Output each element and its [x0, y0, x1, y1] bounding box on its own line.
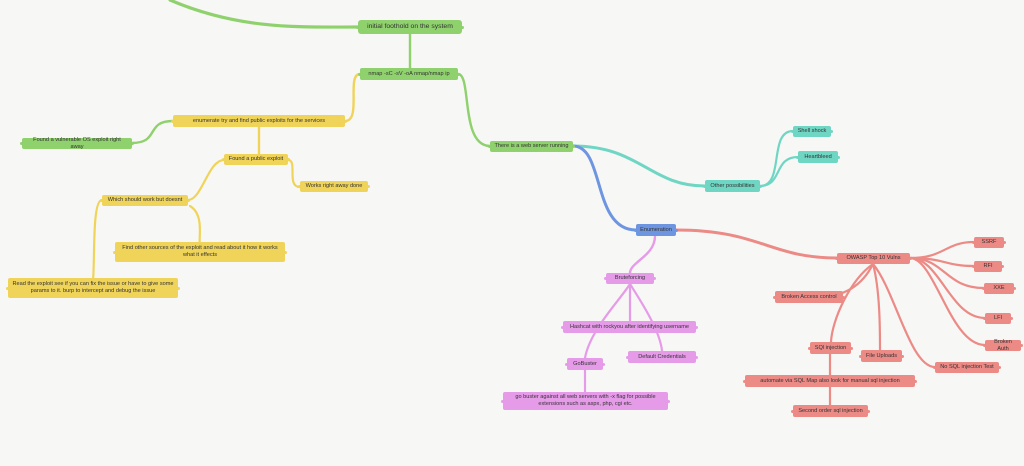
link-enumerate-to-found-vuln	[130, 119, 175, 145]
node-label: OWASP Top 10 Vulns	[846, 255, 901, 261]
node-label: Found a public exploit	[228, 156, 284, 162]
node-label: GoBuster	[573, 360, 597, 367]
node-bruteforcing[interactable]: Bruteforcing	[604, 273, 656, 284]
node-label: go buster against all web servers with -…	[515, 394, 656, 407]
node-gobuster[interactable]: GoBuster	[565, 358, 605, 370]
link-enumeration-to-owasp	[674, 228, 839, 260]
link-webserver-to-enumeration	[571, 144, 638, 232]
node-label: Enumeration	[640, 226, 672, 233]
link-public-exploit-to-works	[286, 158, 302, 189]
node-rfi[interactable]: RFI	[972, 261, 1004, 272]
node-label: Other possibilities	[710, 182, 755, 189]
node-sqlmap[interactable]: automate via SQL Map also look for manua…	[743, 375, 917, 387]
node-label: No SQL injection Test	[940, 364, 994, 370]
node-label: LFI	[993, 315, 1003, 321]
link-public-exploit-to-should-work	[186, 158, 226, 202]
node-nmap[interactable]: nmap -sC -sV -oA nmap/nmap ip	[358, 68, 460, 80]
link-top-to-foothold	[168, 0, 360, 29]
node-label: XXE	[993, 285, 1005, 291]
node-label: automate via SQL Map also look for manua…	[760, 377, 900, 384]
node-find-other-sources[interactable]: Find other sources of the exploit and re…	[113, 242, 287, 262]
node-enumeration[interactable]: Enumeration	[634, 224, 678, 236]
node-nosql-injection[interactable]: No SQL injection Test	[933, 362, 1001, 373]
node-found-vulnerable-os[interactable]: Found a vulnerable OS exploit right away	[20, 136, 134, 150]
node-label: nmap -sC -sV -oA nmap/nmap ip	[368, 70, 450, 77]
node-heartbleed[interactable]: Heartbleed	[796, 151, 840, 163]
link-enumeration-to-bruteforcing	[628, 234, 657, 275]
node-label: Default Credentials	[638, 353, 686, 360]
node-should-work-but-doesnt[interactable]: Which should work but doesnt	[100, 195, 190, 206]
node-works-right-away[interactable]: Works right away done	[298, 181, 370, 192]
node-label: Shell shock	[797, 128, 827, 134]
node-label: SQl injection	[814, 344, 847, 351]
node-label: There is a web server running	[494, 143, 569, 149]
node-hashcat[interactable]: Hashcat with rockyou after identifying u…	[561, 321, 698, 333]
link-owasp-to-lfi	[908, 256, 987, 320]
node-label: Broken Auth	[994, 338, 1012, 352]
link-owasp-to-ssrf	[908, 240, 976, 260]
node-second-order-sqli[interactable]: Second order sql injection	[791, 405, 870, 417]
node-label: Heartbleed	[804, 153, 832, 160]
node-xxe[interactable]: XXE	[982, 283, 1016, 294]
node-web-server[interactable]: There is a web server running	[488, 141, 575, 152]
node-default-credentials[interactable]: Default Credentials	[626, 351, 698, 363]
node-broken-auth[interactable]: Broken Auth	[983, 338, 1023, 352]
link-owasp-to-xxe	[908, 256, 986, 290]
link-nmap-to-webserver	[456, 72, 492, 148]
node-label: RFI	[983, 263, 993, 269]
node-label: Hashcat with rockyou after identifying u…	[569, 323, 690, 330]
link-webserver-to-other	[571, 144, 707, 188]
node-shell-shock[interactable]: Shell shock	[791, 126, 833, 137]
node-read-exploit[interactable]: Read the exploit see if you can fix the …	[6, 278, 180, 298]
node-label: Broken Access control	[781, 293, 837, 300]
node-other-possibilities[interactable]: Other possibilities	[703, 180, 762, 192]
node-label: SSRF	[981, 239, 997, 245]
node-file-uploads[interactable]: File Uploads	[859, 350, 904, 362]
link-bruteforcing-to-default-creds	[628, 282, 664, 353]
node-label: Second order sql injection	[798, 407, 863, 414]
node-label: Find other sources of the exploit and re…	[122, 245, 278, 258]
node-label: initial foothold on the system	[367, 22, 453, 30]
link-other-to-heartbleed	[758, 155, 800, 188]
node-lfi[interactable]: LFI	[983, 313, 1013, 324]
node-label: Bruteforcing	[614, 275, 646, 281]
node-ssrf[interactable]: SSRF	[972, 237, 1006, 248]
node-sql-injection[interactable]: SQl injection	[808, 342, 853, 354]
node-label: Read the exploit see if you can fix the …	[12, 281, 174, 294]
node-found-public-exploit[interactable]: Found a public exploit	[222, 154, 290, 165]
link-should-work-to-find-other	[188, 204, 202, 247]
link-should-work-to-read-exploit	[91, 198, 104, 282]
link-nmap-to-enumerate	[343, 72, 362, 123]
node-label: Found a vulnerable OS exploit right away	[33, 136, 121, 150]
node-enumerate-exploits[interactable]: enumerate try and find public exploits f…	[171, 115, 347, 127]
node-owasp-top10[interactable]: OWASP Top 10 Vulns	[835, 253, 912, 264]
link-owasp-to-broken-auth	[908, 256, 987, 347]
node-gobuster-note[interactable]: go buster against all web servers with -…	[501, 392, 670, 410]
node-label: Works right away done	[305, 183, 363, 189]
link-owasp-to-sqli	[829, 262, 875, 344]
node-broken-access-control[interactable]: Broken Access control	[773, 291, 845, 303]
node-label: enumerate try and find public exploits f…	[192, 117, 326, 124]
node-initial-foothold[interactable]: initial foothold on the system	[356, 20, 464, 34]
link-bruteforcing-to-gobuster	[583, 282, 632, 360]
node-label: File Uploads	[865, 352, 898, 359]
node-label: Which should work but doesnt	[107, 197, 183, 203]
link-owasp-to-file-uploads	[871, 262, 882, 352]
link-owasp-to-nosql	[871, 262, 937, 369]
